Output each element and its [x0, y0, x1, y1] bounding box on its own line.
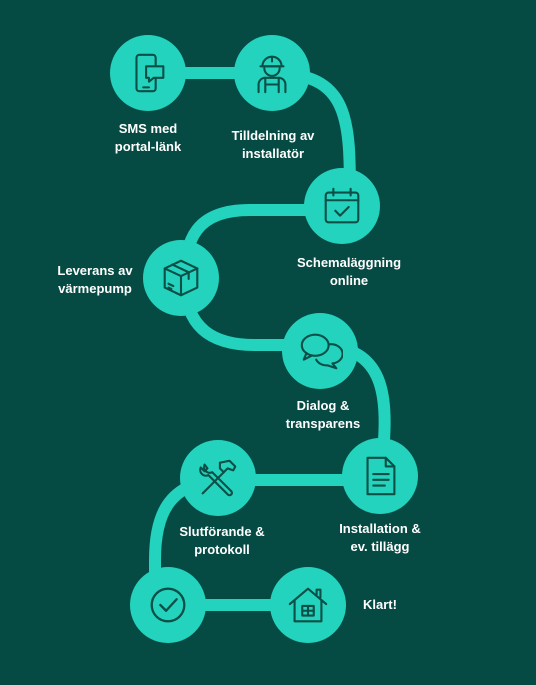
- step-node-delivery: [143, 240, 219, 316]
- step-label-completion: Slutförande & protokoll: [179, 524, 265, 557]
- step-node-done: [270, 567, 346, 643]
- phone-message-icon: [135, 53, 165, 93]
- chat-bubbles-icon: [300, 333, 343, 370]
- step-node-completion: [180, 440, 256, 516]
- calendar-check-icon: [324, 187, 360, 224]
- house-icon: [288, 587, 328, 623]
- step-label-dialog: Dialog & transparens: [285, 398, 361, 431]
- step-label-sms: SMS med portal-länk: [114, 121, 182, 154]
- step-label-scheduling: Schemaläggning online: [296, 255, 402, 288]
- step-node-assignment: [234, 35, 310, 111]
- step-label-delivery: Leverans av värmepump: [57, 263, 133, 296]
- step-node-check: [130, 567, 206, 643]
- document-icon: [366, 456, 396, 496]
- check-icon: [150, 587, 186, 623]
- step-label-installation: Installation & ev. tillägg: [339, 521, 421, 554]
- step-node-scheduling: [304, 168, 380, 244]
- step-node-installation: [342, 438, 418, 514]
- tools-icon: [199, 459, 237, 497]
- step-node-sms: [110, 35, 186, 111]
- step-label-assignment: Tilldelning av installatör: [231, 128, 315, 161]
- step-label-done: Klart!: [363, 597, 397, 612]
- worker-icon: [257, 55, 287, 94]
- box-icon: [163, 259, 199, 297]
- step-node-dialog: [282, 313, 358, 389]
